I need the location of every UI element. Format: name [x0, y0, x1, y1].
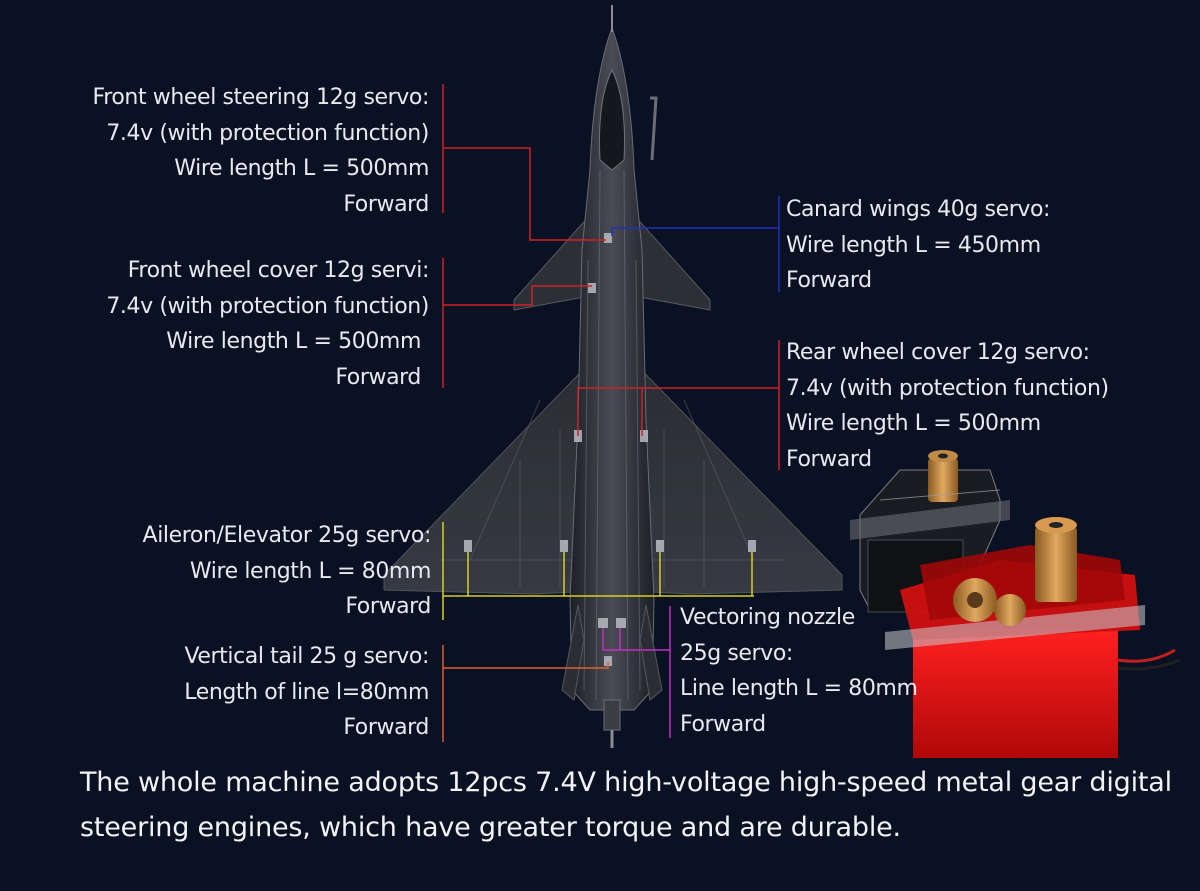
label-front-wheel-steering: Front wheel steering 12g servo: 7.4v (wi…	[92, 80, 430, 222]
label-line: Aileron/Elevator 25g servo:	[142, 523, 432, 548]
label-line: Forward	[335, 364, 421, 390]
label-aileron-elevator: Aileron/Elevator 25g servo: Wire length …	[142, 518, 432, 625]
label-line: Forward	[345, 594, 431, 619]
leader-vertical-tail	[442, 645, 609, 742]
label-line: 7.4v (with protection function)	[106, 120, 429, 146]
label-line: Wire length L = 80mm	[189, 558, 432, 584]
label-line: Vectoring nozzle	[680, 605, 855, 630]
caption: The whole machine adopts 12pcs 7.4V high…	[80, 760, 1172, 850]
label-line: Front wheel cover 12g servi:	[127, 258, 430, 283]
leader-rear-wheel-cover	[577, 340, 780, 470]
label-vertical-tail: Vertical tail 25 g servo: Length of line…	[184, 639, 429, 746]
label-line: Line length L = 80mm	[680, 676, 918, 701]
label-rear-wheel-cover: Rear wheel cover 12g servo: 7.4v (with p…	[786, 335, 1109, 477]
leader-front-wheel-steering	[442, 84, 606, 241]
caption-line: steering engines, which have greater tor…	[80, 812, 901, 843]
leader-front-wheel-cover	[442, 258, 592, 388]
leader-canard-wings	[611, 196, 780, 292]
left-canard	[513, 213, 591, 311]
fuselage-lines	[583, 169, 641, 701]
label-canard-wings: Canard wings 40g servo: Wire length L = …	[786, 192, 1050, 299]
left-tail	[561, 604, 585, 701]
label-line: Wire length L = 500mm	[166, 329, 421, 354]
label-line: Wire length L = 500mm	[786, 411, 1041, 436]
label-line: Forward	[343, 191, 429, 217]
label-line: 7.4v (with protection function)	[786, 375, 1109, 401]
label-line: Canard wings 40g servo:	[786, 197, 1051, 222]
right-canard	[633, 213, 711, 311]
label-line: Forward	[343, 715, 429, 740]
label-line: Front wheel steering 12g servo:	[92, 85, 430, 110]
label-line: Vertical tail 25 g servo:	[184, 644, 429, 669]
label-line: Wire length L = 500mm	[174, 156, 429, 181]
label-front-wheel-cover: Front wheel cover 12g servi: 7.4v (with …	[106, 253, 429, 395]
cockpit	[599, 68, 625, 171]
label-line: Rear wheel cover 12g servo:	[786, 340, 1090, 365]
caption-line: The whole machine adopts 12pcs 7.4V high…	[80, 767, 1172, 798]
label-line: Forward	[786, 268, 872, 293]
label-line: 7.4v (with protection function)	[106, 293, 429, 319]
label-line: Length of line l=80mm	[184, 679, 429, 705]
label-line: 25g servo:	[680, 640, 793, 666]
label-line: Forward	[786, 446, 872, 472]
leader-vectoring-nozzle	[602, 606, 671, 738]
right-tail	[639, 604, 663, 701]
label-line: Forward	[680, 711, 766, 737]
red-servo-icon	[885, 517, 1181, 758]
label-line: Wire length L = 450mm	[786, 232, 1041, 258]
leader-aileron-elevator	[442, 522, 754, 620]
label-vectoring-nozzle: Vectoring nozzle 25g servo: Line length …	[680, 600, 918, 742]
